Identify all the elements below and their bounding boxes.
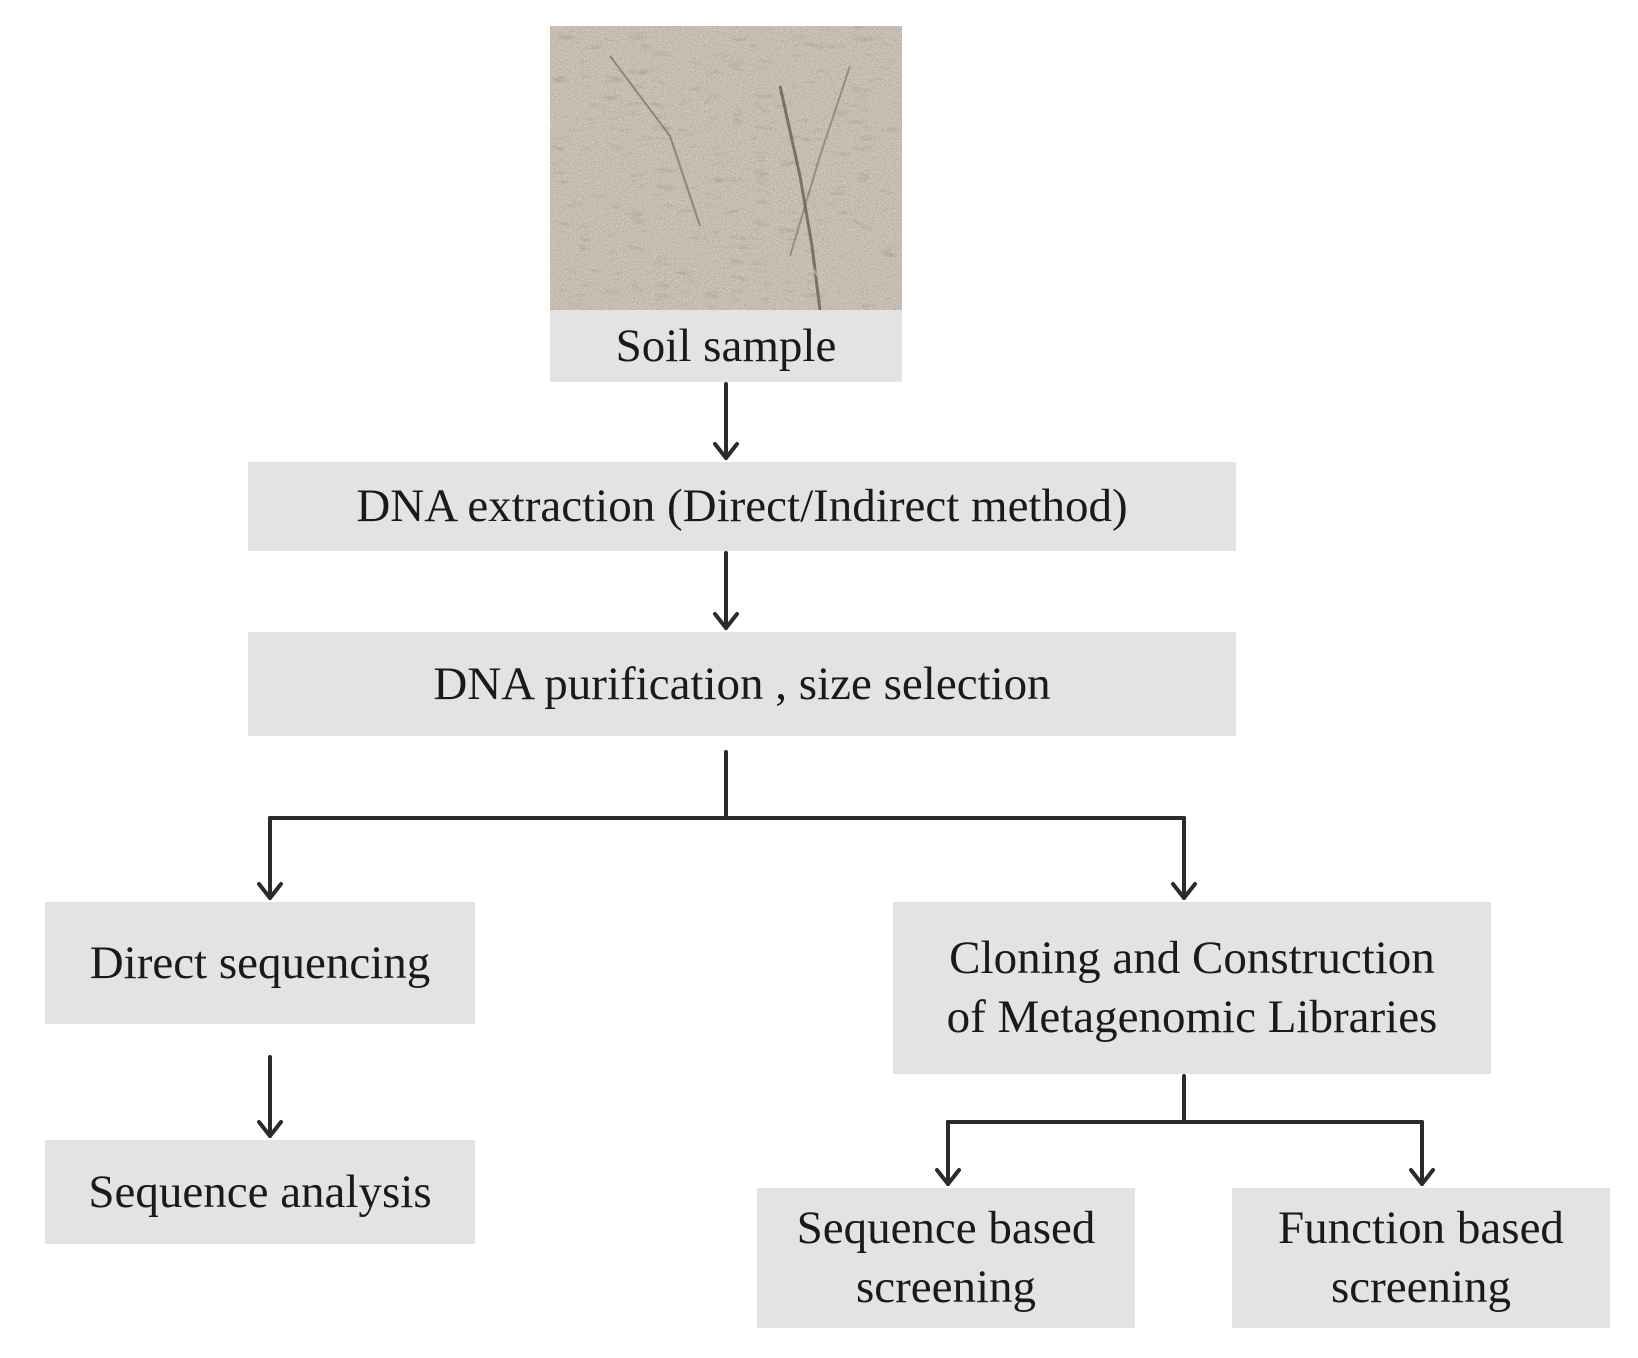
- cloning-line-1: Cloning and Construction: [949, 932, 1435, 985]
- function-screening-text: Function based screening: [1278, 1199, 1564, 1317]
- sequence-screening-text: Sequence based screening: [797, 1199, 1096, 1317]
- cloning-line-2: of Metagenomic Libraries: [946, 991, 1438, 1043]
- arrowhead-direct: [257, 882, 283, 900]
- cloning-construction-text: Cloning and Construction of Metagenomic …: [947, 929, 1438, 1047]
- soil-photo: [550, 26, 902, 310]
- arrowhead-cloning: [1171, 882, 1197, 900]
- direct-sequencing-box: Direct sequencing: [45, 902, 475, 1024]
- sequence-analysis-label: Sequence analysis: [88, 1165, 432, 1218]
- sequence-analysis-box: Sequence analysis: [45, 1140, 475, 1244]
- dna-extraction-label: DNA extraction (Direct/Indirect method): [356, 480, 1128, 533]
- arrowhead-seqscreen: [935, 1168, 961, 1186]
- sequence-based-screening-box: Sequence based screening: [757, 1188, 1135, 1328]
- function-screening-line-2: screening: [1330, 1261, 1512, 1313]
- soil-sample-box: Soil sample: [550, 310, 902, 382]
- dna-purification-label: DNA purification , size selection: [433, 657, 1051, 710]
- arrowhead-funcscreen: [1409, 1168, 1435, 1186]
- arrowhead-purification: [713, 612, 739, 630]
- sequence-screening-line-2: screening: [855, 1261, 1037, 1313]
- arrowhead-analysis: [257, 1120, 283, 1138]
- direct-sequencing-label: Direct sequencing: [89, 936, 431, 989]
- arrowhead-extraction: [713, 442, 739, 460]
- function-based-screening-box: Function based screening: [1232, 1188, 1610, 1328]
- function-screening-line-1: Function based: [1278, 1202, 1564, 1255]
- cloning-construction-box: Cloning and Construction of Metagenomic …: [893, 902, 1491, 1074]
- dna-purification-box: DNA purification , size selection: [248, 632, 1236, 736]
- sequence-screening-line-1: Sequence based: [796, 1202, 1096, 1255]
- soil-sample-label: Soil sample: [615, 319, 837, 372]
- dna-extraction-box: DNA extraction (Direct/Indirect method): [248, 462, 1236, 551]
